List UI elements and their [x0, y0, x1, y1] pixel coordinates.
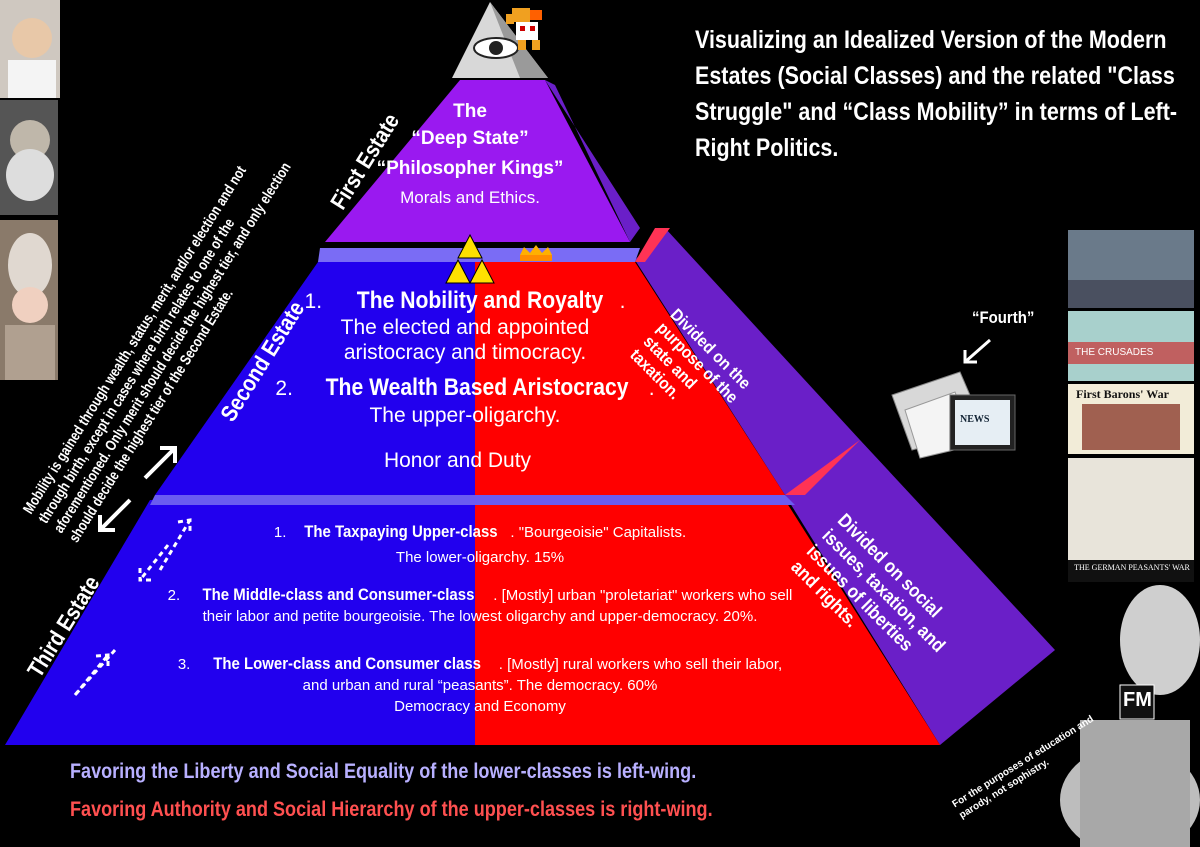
arrow-down-icon [98, 498, 132, 532]
bottom-virtue: Democracy and Economy [394, 698, 566, 715]
portraits-left [0, 0, 60, 380]
bottom-tier-right [475, 500, 940, 745]
middle-tier-left [155, 262, 475, 495]
middle-item1-title: The Nobility and Royalty [356, 287, 603, 314]
pixel-character-icon [506, 8, 542, 50]
bottom-item2-title: The Middle-class and Consumer-class [202, 585, 475, 604]
dashed-arrow-1-icon [158, 518, 192, 571]
newspapers-icon [891, 371, 1016, 459]
middle-item2-num: 2. [275, 377, 293, 400]
bottom-item2-desc: . [Mostly] urban "proletariat" workers w… [493, 587, 793, 604]
bottom-item1-desc: . "Bourgeoisie" Capitalists. [510, 524, 687, 541]
bottom-item3-num: 3. [177, 656, 191, 673]
bottom-item1-sub: The lower-oligarchy. 15% [395, 549, 565, 566]
crown-icon [520, 245, 552, 261]
middle-tier-right [475, 262, 785, 495]
bottom-item2-sub: their labor and petite bourgeoisie. The … [202, 608, 758, 625]
bottom-item3-sub: and urban and rural “peasants”. The demo… [302, 677, 658, 694]
bottom-item3-desc: . [Mostly] rural workers who sell their … [498, 656, 783, 673]
history-thumbnails [1068, 230, 1194, 582]
middle-item2-desc: The upper-oligarchy. [369, 404, 561, 427]
news-arrow-icon [963, 338, 991, 364]
bottom-item3-title: The Lower-class and Consumer class [212, 654, 481, 673]
top-line-3: “Philosopher Kings” [376, 158, 564, 179]
barons-label: First Barons' War [1076, 387, 1169, 401]
bottom-item2-num: 2. [167, 587, 181, 604]
dashed-arrow-2-icon [73, 653, 110, 696]
top-tier-text: The “Deep State” “Philosopher Kings” Mor… [340, 100, 600, 212]
middle-tier-side [635, 228, 860, 495]
news-label: NEWS [960, 414, 990, 425]
top-line-4: Morals and Ethics. [400, 188, 540, 207]
middle-item1-num: 1. [304, 290, 323, 313]
top-tier-side [545, 80, 640, 242]
eye-pupil-icon [489, 41, 503, 55]
arrow-up-icon [143, 446, 177, 480]
fourth-label: “Fourth” [972, 308, 1035, 327]
mobility-arrows [98, 446, 177, 532]
crusades-label: THE CRUSADES [1075, 347, 1154, 358]
bottom-item1-title: The Taxpaying Upper-class [303, 522, 498, 541]
caption-left-wing: Favoring the Liberty and Social Equality… [70, 760, 697, 783]
middle-virtue: Honor and Duty [383, 449, 532, 472]
bottom-tier-text: 1. The Taxpaying Upper-class . "Bourgeois… [120, 522, 840, 717]
bottom-tier-side [785, 440, 1055, 745]
top-tier-front [325, 80, 630, 242]
middle-tier-text: 1. The Nobility and Royalty. The elected… [255, 288, 675, 474]
top-line-1: The [453, 101, 487, 122]
middle-tier-side-top [635, 228, 670, 262]
bottom-tier-ledge [150, 495, 795, 505]
top-line-2: “Deep State” [411, 128, 529, 149]
peasants-label: THE GERMAN PEASANTS' WAR [1074, 563, 1190, 572]
triforce-icon [445, 233, 495, 284]
caption-right-wing: Favoring Authority and Social Hierarchy … [70, 798, 713, 821]
fm-logo: FM [1123, 689, 1152, 711]
bottom-tier-left [5, 500, 475, 745]
middle-item2-title: The Wealth Based Aristocracy [325, 374, 629, 401]
dashed-arrows [73, 518, 192, 696]
fm-logo-box [1119, 684, 1155, 720]
page-title: Visualizing an Idealized Version of the … [695, 26, 1178, 162]
bottom-item1-num: 1. [273, 524, 287, 541]
middle-item1-desc: The elected and appointed aristocracy an… [340, 316, 590, 364]
bust-portrait [1060, 585, 1200, 847]
